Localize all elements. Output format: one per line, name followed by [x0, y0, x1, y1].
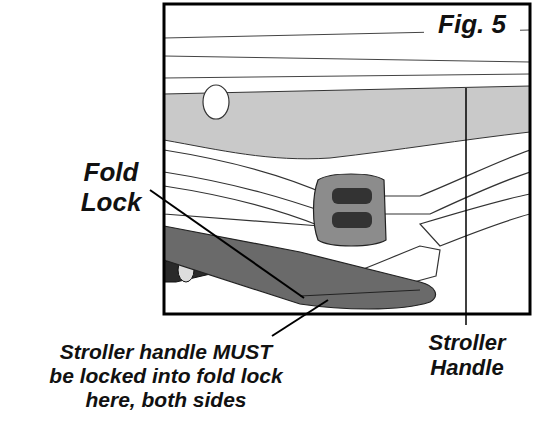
illustration-body	[164, 30, 530, 309]
part-name: Stroller Handle	[406, 330, 528, 381]
leader-line	[150, 190, 304, 298]
hinge-block	[314, 174, 387, 246]
knob	[203, 85, 229, 119]
leader-line	[465, 88, 467, 325]
instruction-note: Stroller handle MUST be locked into fold…	[46, 340, 286, 412]
frame-tube	[164, 186, 320, 226]
part-name: Fold Lock	[66, 158, 156, 218]
stroller-handle-tube	[420, 194, 530, 246]
fold-lock-bar	[164, 226, 435, 309]
leader-line	[272, 300, 328, 336]
figure-number: Fig. 5	[424, 10, 520, 40]
background-line	[164, 74, 530, 78]
background-line	[164, 56, 530, 62]
hinge-slot	[332, 212, 372, 228]
hinge-slot	[332, 188, 372, 204]
seat-fabric	[164, 86, 530, 159]
figure-frame	[164, 4, 530, 314]
fold-lock-edge	[300, 290, 420, 296]
